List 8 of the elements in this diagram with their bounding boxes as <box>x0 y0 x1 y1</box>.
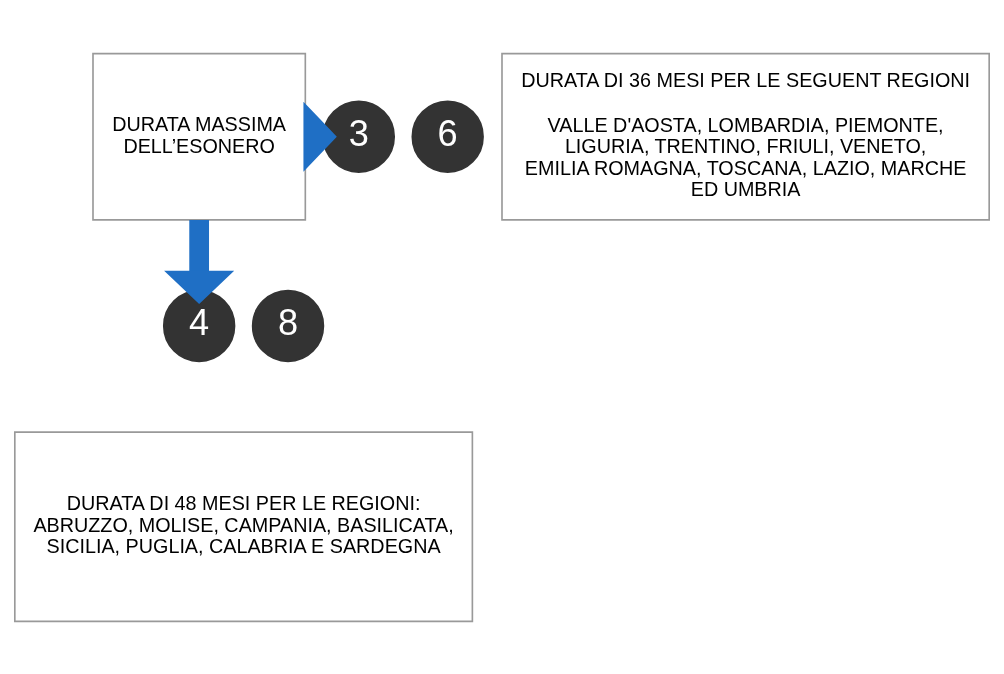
node-box: DURATA DI 48 MESI PER LE REGIONI: ABRUZZO, MOLISE, CAMPANIA, BASILICATA, SICILIA, PUGLIA, CALABRIA E SARDEGNA <box>14 430 474 622</box>
node-circle: 4 <box>162 289 236 362</box>
node-circle: 8 <box>251 289 325 362</box>
arrow <box>164 219 235 304</box>
node-box: DURATA DI 36 MESI PER LE SEGUENT REGIONI VALLE D'AOSTA, LOMBARDIA, PIEMONTE, LIGURIA, TRENTINO, FRIULI, VENETO, EMILIA ROMAGNA, TOSCANA, LAZIO, MARCHE ED UMBRIA <box>501 52 990 221</box>
node-circle: 3 <box>322 100 395 173</box>
node-box: DURATA MASSIMA DELL’ESONERO <box>92 52 307 221</box>
node-circle: 6 <box>411 100 484 173</box>
